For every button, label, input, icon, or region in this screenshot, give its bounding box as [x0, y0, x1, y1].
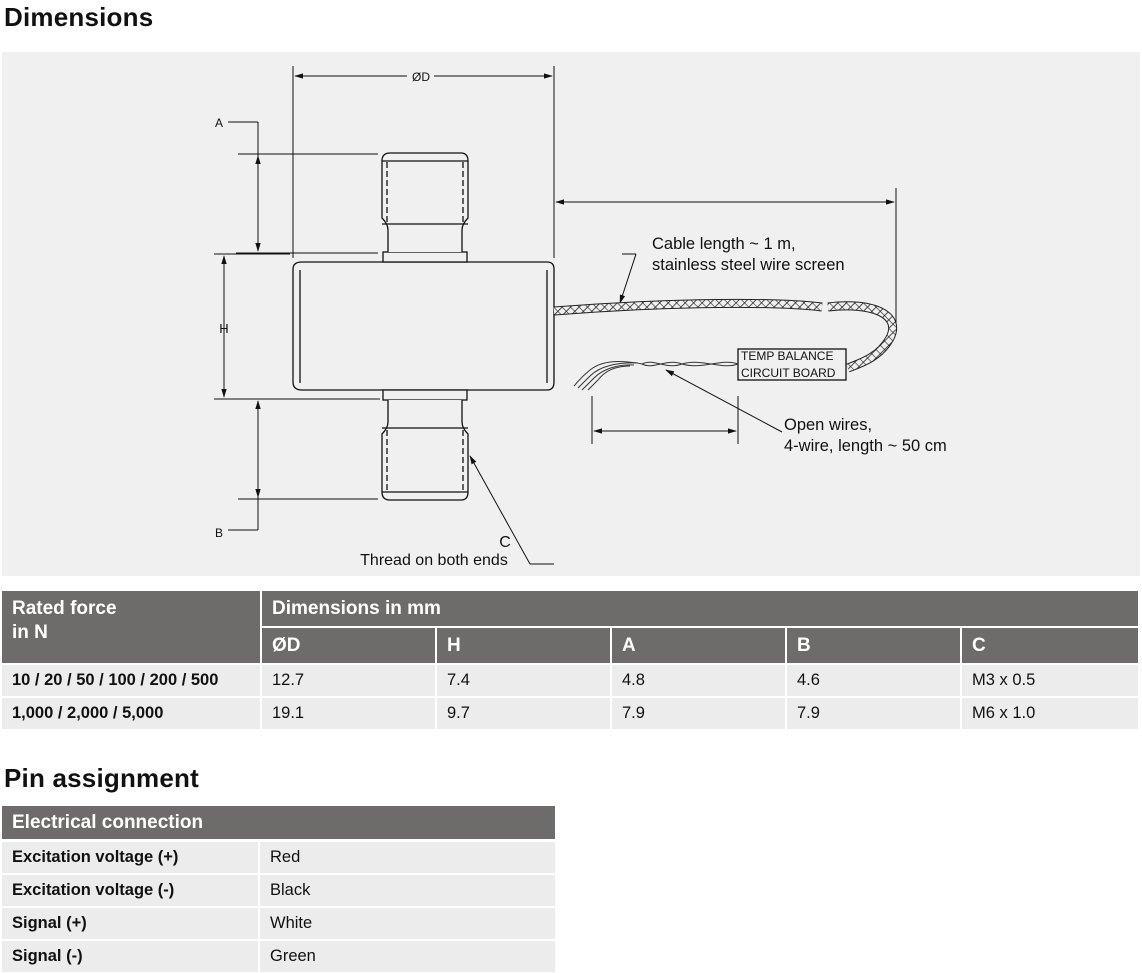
pin-signal: Excitation voltage (-) [2, 875, 260, 906]
column-header-d: ØD [262, 628, 435, 663]
cell-h: 9.7 [437, 698, 610, 729]
column-header-h: H [437, 628, 610, 663]
cell-d: 19.1 [262, 698, 435, 729]
cell-h: 7.4 [437, 665, 610, 696]
pin-wire-color: Black [260, 875, 555, 906]
row-rated-force: 1,000 / 2,000 / 5,000 [2, 698, 260, 729]
cable [553, 298, 898, 373]
wires-note-line1: Open wires, [784, 416, 872, 434]
table-row: Excitation voltage (+) Red [2, 842, 555, 873]
pin-signal: Excitation voltage (+) [2, 842, 260, 873]
label-d: ØD [412, 70, 430, 84]
board-label-line1: TEMP BALANCE [741, 349, 833, 363]
circuit-board [737, 348, 847, 381]
cell-c: M6 x 1.0 [962, 698, 1139, 729]
pin-signal: Signal (-) [2, 941, 260, 972]
header-dimensions-group: Dimensions in mm [262, 591, 1139, 629]
table-row: Excitation voltage (-) Black [2, 875, 555, 906]
header-rated-force-line1: Rated force [12, 598, 117, 619]
row-rated-force: 10 / 20 / 50 / 100 / 200 / 500 [2, 665, 260, 696]
column-header-c: C [962, 628, 1139, 663]
table-row: Signal (-) Green [2, 941, 555, 972]
column-header-b: B [787, 628, 960, 663]
label-a: A [215, 116, 223, 130]
wires-note-line2: 4-wire, length ~ 50 cm [784, 437, 947, 455]
table-row: Signal (+) White [2, 908, 555, 939]
pin-assignment-table: Electrical connection Excitation voltage… [2, 806, 555, 972]
cable-note-line2: stainless steel wire screen [652, 256, 845, 274]
lower-thread [381, 389, 469, 501]
cable-note-line1: Cable length ~ 1 m, [652, 235, 796, 253]
cell-a: 7.9 [612, 698, 785, 729]
pin-signal: Signal (+) [2, 908, 260, 939]
open-wires [573, 361, 739, 391]
table-row: 1,000 / 2,000 / 5,000 19.1 9.7 7.9 7.9 M… [2, 698, 1139, 729]
upper-thread [381, 152, 469, 263]
pin-wire-color: Green [260, 941, 555, 972]
board-label-line2: CIRCUIT BOARD [741, 366, 836, 380]
cell-a: 4.8 [612, 665, 785, 696]
header-electrical-connection: Electrical connection [2, 806, 555, 839]
section-title-dimensions: Dimensions [4, 2, 154, 32]
label-h: H [219, 321, 228, 336]
cell-c: M3 x 0.5 [962, 665, 1139, 696]
dimension-lines [214, 66, 897, 565]
header-rated-force-line2: in N [12, 622, 48, 643]
table-row: 10 / 20 / 50 / 100 / 200 / 500 12.7 7.4 … [2, 665, 1139, 696]
cell-d: 12.7 [262, 665, 435, 696]
load-cell-drawing-svg: ØD A H B C Thread on both ends Cable len… [214, 66, 947, 569]
dimensions-table: Rated force in N Dimensions in mm ØD H A… [0, 591, 1140, 729]
cell-b: 4.6 [787, 665, 960, 696]
label-c: C [499, 534, 511, 551]
pin-wire-color: Red [260, 842, 555, 873]
load-cell-body [292, 261, 555, 391]
label-b: B [215, 526, 223, 540]
header-rated-force: Rated force in N [2, 591, 260, 663]
section-title-pin-assignment: Pin assignment [4, 763, 199, 793]
thread-note: Thread on both ends [360, 552, 508, 569]
pin-wire-color: White [260, 908, 555, 939]
cell-b: 7.9 [787, 698, 960, 729]
technical-drawing: ØD A H B C Thread on both ends Cable len… [2, 52, 1140, 576]
column-header-a: A [612, 628, 785, 663]
